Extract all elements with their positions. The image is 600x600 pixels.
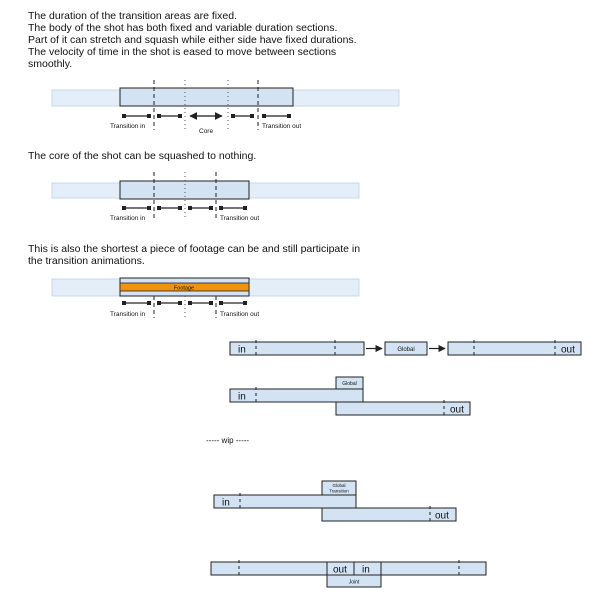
diagram-squashed-core: Transition in Transition out [51, 172, 360, 222]
shot-bar-out [321, 507, 457, 522]
shot-bar-out [447, 341, 582, 356]
global-box [384, 341, 428, 356]
out-label: out [450, 405, 464, 416]
shot-bar-in [213, 494, 357, 509]
duration-segment [157, 114, 182, 118]
wip-label: ----- wip ----- [206, 436, 249, 445]
duration-segment [122, 206, 151, 210]
transition-out-label: Transition out [220, 215, 259, 222]
intro-line: The body of the shot has both fixed and … [28, 22, 338, 34]
shot-bar-in [229, 388, 364, 403]
in-label: in [238, 345, 246, 356]
duration-segment [188, 301, 213, 305]
duration-segment [122, 114, 151, 118]
intro-line: smoothly. [28, 58, 73, 70]
out-label: out [561, 345, 575, 356]
duration-segment [262, 114, 291, 118]
shot-bar-in [229, 341, 365, 356]
diagram-joint: out in Joint [210, 560, 487, 588]
diagram-overlap: Global in out [229, 376, 471, 418]
intro-line: The duration of the transition areas are… [28, 10, 237, 22]
global-label: Global [332, 483, 345, 488]
transition-in-label: Transition in [110, 215, 146, 222]
shot-bar [210, 561, 487, 576]
in-label: in [222, 498, 230, 509]
core-label: Core [199, 128, 213, 135]
shortest-line: the transition animations. [28, 255, 145, 267]
duration-segment [157, 206, 182, 210]
diagram-shortest-footage: Footage Transition in Transition out [51, 277, 360, 318]
in-label: in [362, 565, 370, 576]
out-label: out [435, 511, 449, 522]
diagram-global-transition: Global Transition in out [213, 480, 457, 524]
transition-label: Transition [329, 489, 349, 494]
footage-bar [119, 282, 250, 292]
transition-out-label: Transition out [262, 123, 301, 130]
transition-in-label: Transition in [110, 311, 146, 318]
global-label: Global [342, 381, 356, 387]
intro-line: The velocity of time in the shot is ease… [28, 46, 337, 58]
duration-segment [157, 301, 182, 305]
diagram-global-flow: in Global out [229, 340, 582, 358]
intro-paragraph: The duration of the transition areas are… [28, 10, 357, 70]
squash-paragraph: The core of the shot can be squashed to … [28, 150, 256, 162]
transition-in-label: Transition in [110, 123, 146, 130]
out-label: out [333, 565, 347, 576]
intro-line: Part of it can stretch and squash while … [28, 34, 357, 46]
duration-segment [231, 114, 254, 118]
shot-bar [119, 87, 294, 107]
in-label: in [238, 392, 246, 403]
duration-segment [188, 206, 213, 210]
duration-segment [122, 301, 151, 305]
shortest-line: This is also the shortest a piece of foo… [28, 243, 361, 255]
duration-segment [219, 301, 247, 305]
squash-line: The core of the shot can be squashed to … [28, 150, 257, 162]
joint-box [326, 574, 382, 588]
diagram-full-shot: Transition in Core Transition out [51, 80, 400, 135]
global-label: Global [397, 347, 414, 353]
transition-out-label: Transition out [220, 311, 259, 318]
joint-label: Joint [349, 580, 360, 586]
shortest-paragraph: This is also the shortest a piece of foo… [28, 243, 360, 267]
duration-segment [219, 206, 247, 210]
shot-bar-out [335, 401, 471, 416]
footage-label: Footage [174, 286, 194, 292]
